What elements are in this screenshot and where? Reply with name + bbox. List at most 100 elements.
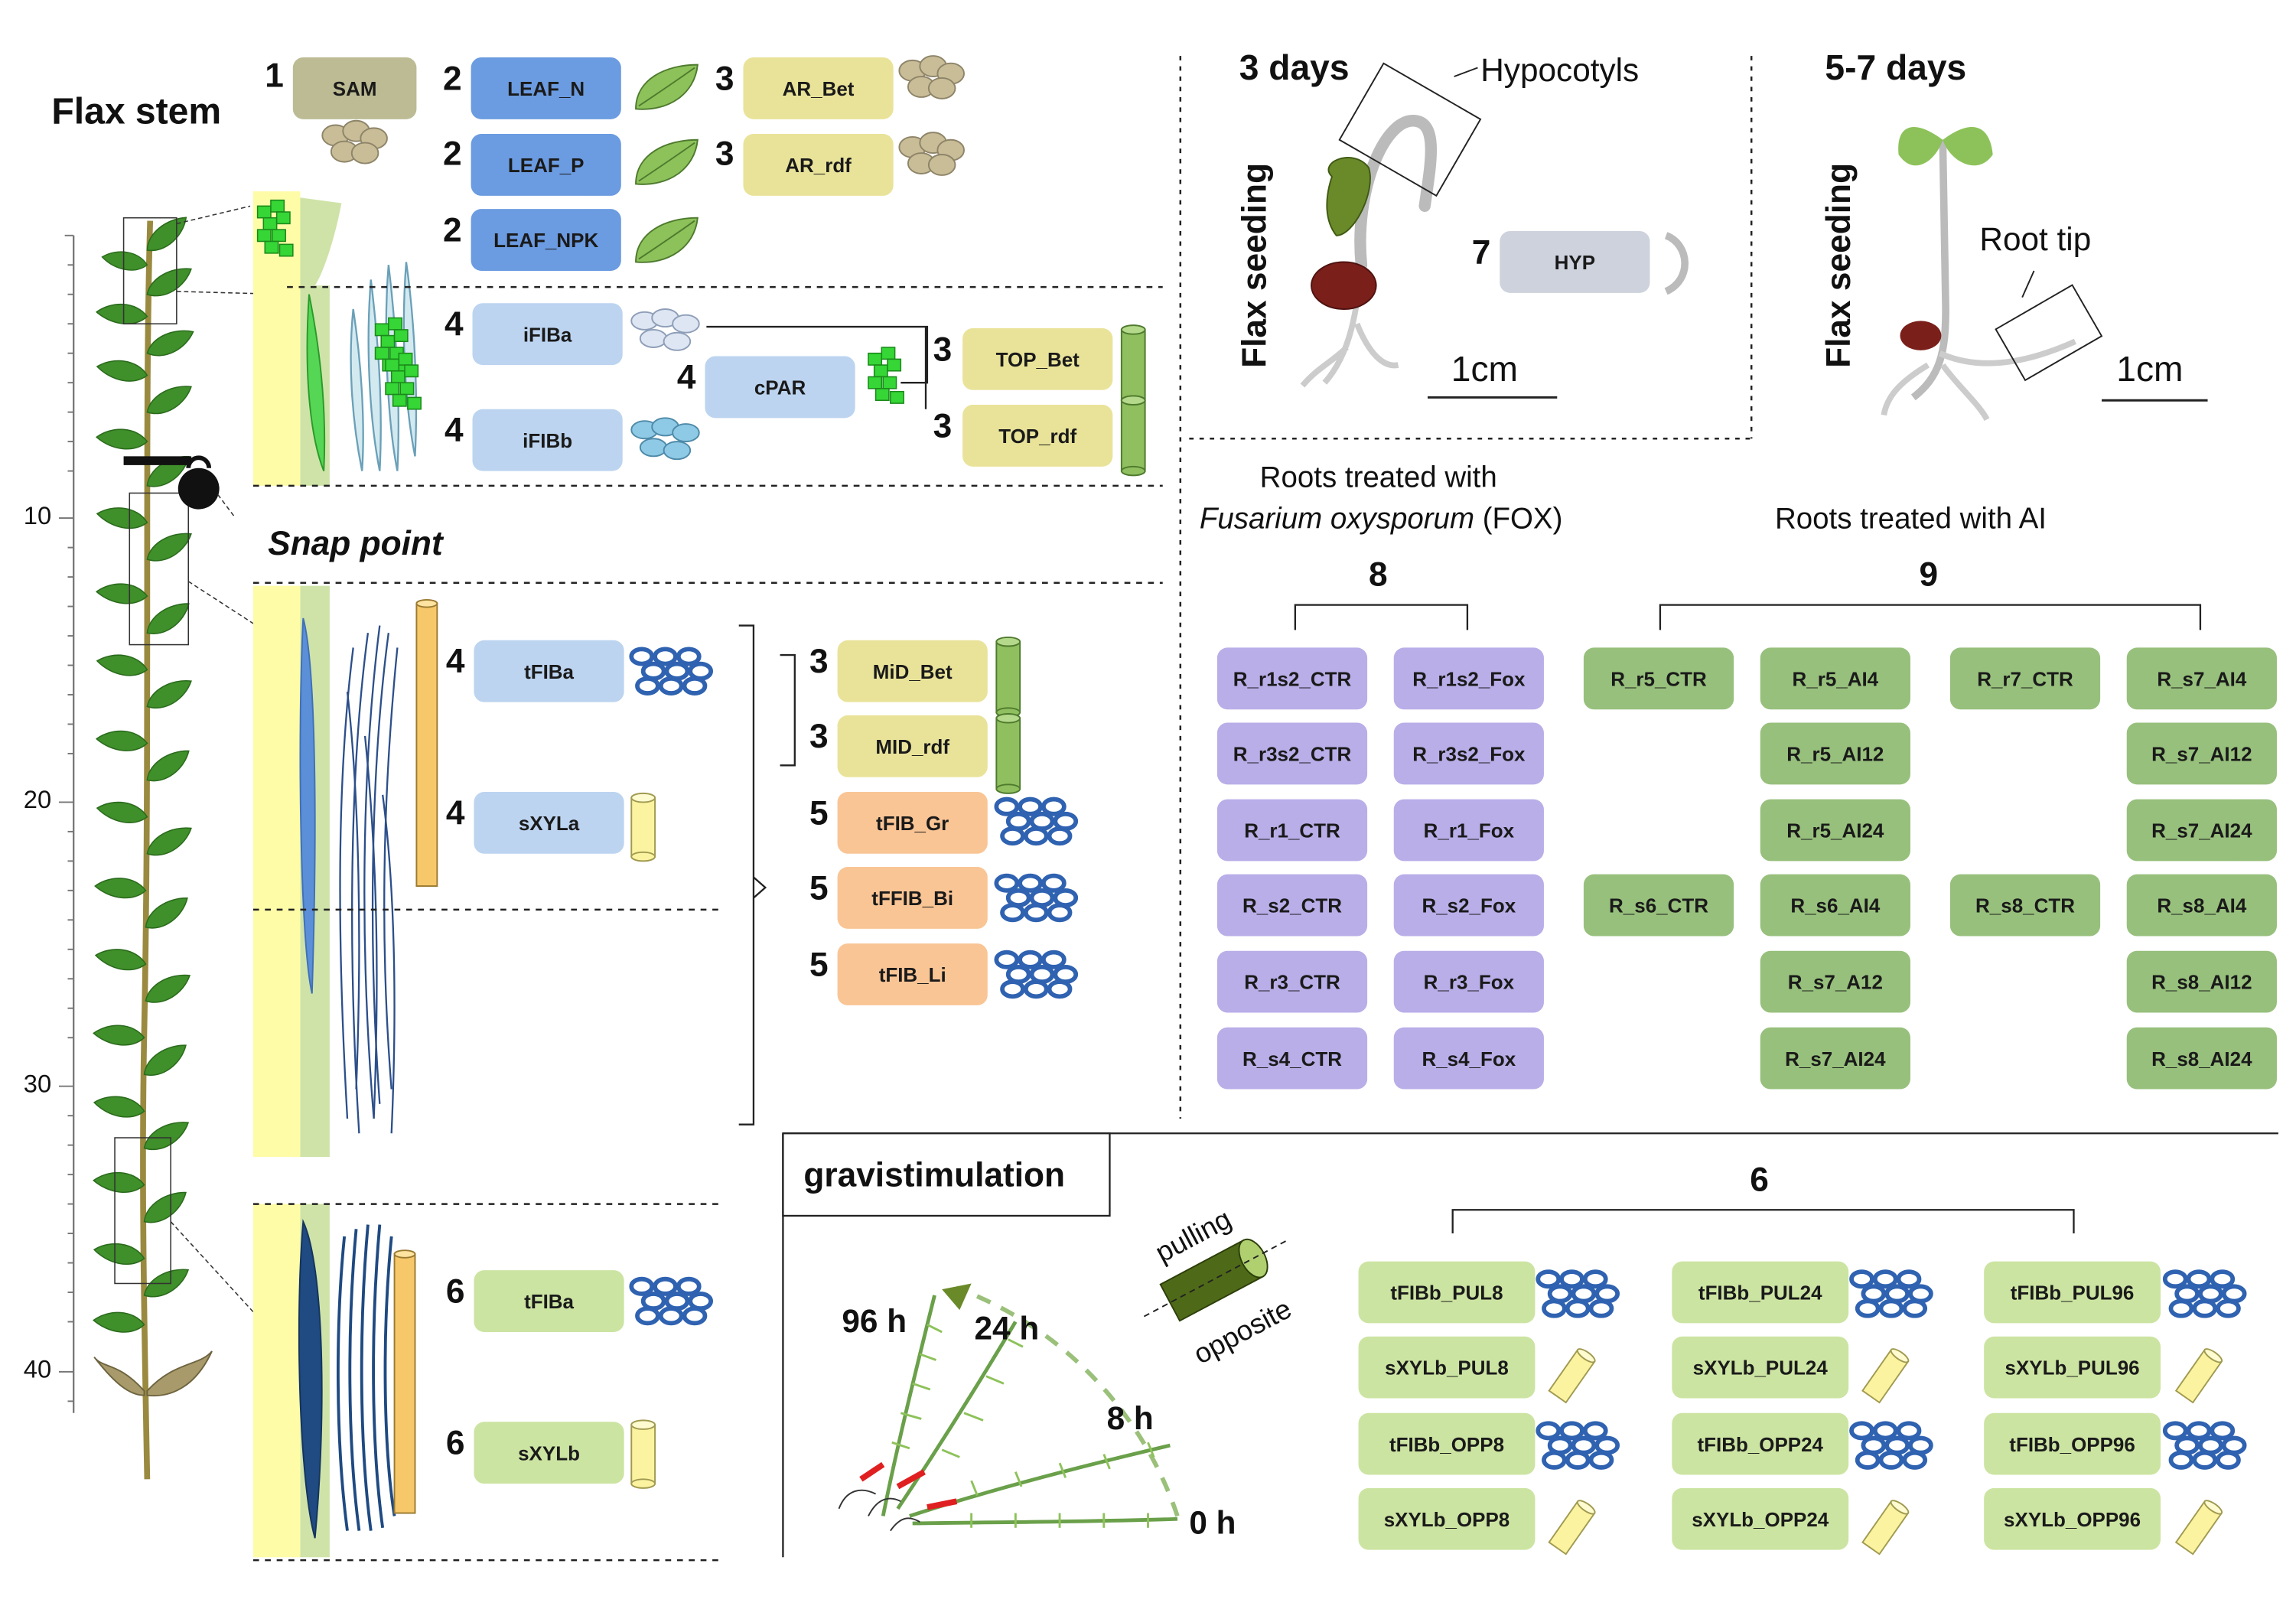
group-number: 4 <box>445 793 465 832</box>
sample-box-ifiba: iFIBa <box>472 303 623 366</box>
group-number: 3 <box>715 134 734 173</box>
grav-box: tFIBb_PUL24 <box>1672 1261 1849 1324</box>
sample-box-mid-bet: MiD_Bet <box>837 640 988 702</box>
ai-treated-box: R_s8_AI12 <box>2126 950 2277 1013</box>
group-number: 6 <box>445 1423 465 1462</box>
sample-box-tffib-bi: tFFIB_Bi <box>837 867 988 929</box>
grav-box: sXYLb_OPP8 <box>1358 1487 1536 1550</box>
root-tip-label: Root tip <box>1979 220 2092 258</box>
fox-heading-line2: Fusarium oxysporum (FOX) <box>1200 503 1563 537</box>
time-label-8h: 8 h <box>1106 1399 1154 1437</box>
sample-box-top-rdf: TOP_rdf <box>962 405 1113 467</box>
ai-treated-box: R_s7_AI24 <box>2126 799 2277 862</box>
sample-box-tfib-li: tFIB_Li <box>837 943 988 1005</box>
group-number: 3 <box>933 329 953 368</box>
fox-treated-box: R_s2_Fox <box>1393 874 1544 937</box>
group-number: 4 <box>444 410 464 449</box>
sample-box-leaf-npk: LEAF_NPK <box>471 209 621 271</box>
ruler-tick-10: 10 <box>23 501 52 530</box>
ai-treated-box: R_r5_AI4 <box>1760 647 1910 710</box>
grav-box: sXYLb_OPP24 <box>1672 1487 1849 1550</box>
sample-box-leaf-p: LEAF_P <box>471 134 621 196</box>
scale-bar-label-57d: 1cm <box>2116 350 2184 390</box>
group-number: 5 <box>809 945 829 984</box>
ai-treated-box: R_s8_AI4 <box>2126 874 2277 937</box>
grav-box: tFIBb_OPP96 <box>1984 1412 2161 1475</box>
ai-ctr-box: R_r5_CTR <box>1583 647 1734 710</box>
group-number: 3 <box>809 641 829 680</box>
sample-box-tfiba-mid: tFIBa <box>474 640 624 702</box>
group-number: 5 <box>809 868 829 907</box>
grav-box: tFIBb_PUL96 <box>1984 1261 2161 1324</box>
ai-treated-box: R_r5_AI12 <box>1760 722 1910 785</box>
ruler-tick-20: 20 <box>23 786 52 814</box>
sample-box-mid-rdf: MID_rdf <box>837 715 988 777</box>
ruler-tick-30: 30 <box>23 1070 52 1099</box>
group-number: 5 <box>809 793 829 832</box>
ai-treated-box: R_s8_AI24 <box>2126 1027 2277 1090</box>
fox-ctr-box: R_s2_CTR <box>1216 874 1368 937</box>
fox-treated-box: R_s4_Fox <box>1393 1027 1544 1090</box>
sample-box-sam: SAM <box>292 57 417 119</box>
sample-box-sxyla: sXYLa <box>474 791 624 854</box>
grav-box: tFIBb_OPP8 <box>1358 1412 1536 1475</box>
snap-point-label: Snap point <box>268 523 443 562</box>
grav-box: tFIBb_PUL8 <box>1358 1261 1536 1324</box>
hypocotyls-label: Hypocotyls <box>1480 51 1640 89</box>
time-label-0h: 0 h <box>1189 1504 1236 1542</box>
group-number: 9 <box>1919 555 1939 594</box>
fox-treated-box: R_r3_Fox <box>1393 950 1544 1013</box>
day57-label: 5-7 days <box>1825 48 1967 89</box>
flax-seeding-label-57d: Flax seeding <box>1819 162 1858 368</box>
stem-title: Flax stem <box>51 91 222 133</box>
flax-seeding-label-3d: Flax seeding <box>1234 162 1274 368</box>
group-number: 8 <box>1369 555 1388 594</box>
ai-treated-box: R_s7_AI4 <box>2126 647 2277 710</box>
ai-treated-box: R_s7_AI12 <box>2126 722 2277 785</box>
grav-box: tFIBb_OPP24 <box>1672 1412 1849 1475</box>
group-number: 4 <box>676 357 696 396</box>
fox-ctr-box: R_r1_CTR <box>1216 799 1368 862</box>
grav-box: sXYLb_PUL24 <box>1672 1336 1849 1399</box>
sample-box-ifibb: iFIBb <box>472 409 623 471</box>
group-number: 3 <box>715 58 734 97</box>
grav-box: sXYLb_PUL8 <box>1358 1336 1536 1399</box>
ai-heading: Roots treated with AI <box>1774 503 2047 536</box>
ai-treated-box: R_s6_AI4 <box>1760 874 1910 937</box>
time-label-96h: 96 h <box>842 1302 907 1340</box>
group-number: 4 <box>444 305 464 344</box>
grav-box: sXYLb_OPP96 <box>1984 1487 2161 1550</box>
sample-box-hyp: HYP <box>1500 231 1650 293</box>
group-number: 2 <box>443 58 462 97</box>
group-number: 3 <box>933 406 953 445</box>
group-number: 4 <box>445 641 465 680</box>
ai-ctr-box: R_s8_CTR <box>1949 874 2101 937</box>
fox-suffix: (FOX) <box>1474 503 1563 536</box>
ai-treated-box: R_s7_AI24 <box>1760 1027 1910 1090</box>
sample-box-cpar: cPAR <box>705 356 855 419</box>
sample-box-tfiba-bottom: tFIBa <box>474 1270 624 1332</box>
group-number: 1 <box>265 56 284 95</box>
sample-box-sxylb: sXYLb <box>474 1422 624 1484</box>
day3-label: 3 days <box>1239 48 1350 89</box>
ruler-tick-40: 40 <box>23 1355 52 1384</box>
group-number: 2 <box>443 134 462 173</box>
ai-ctr-box: R_r7_CTR <box>1949 647 2101 710</box>
group-number: 7 <box>1471 232 1491 271</box>
fox-species-name: Fusarium oxysporum <box>1199 503 1475 536</box>
group-number: 3 <box>809 716 829 755</box>
fox-ctr-box: R_r3s2_CTR <box>1216 722 1368 785</box>
scale-bar-label-3d: 1cm <box>1451 350 1518 390</box>
group-number: 6 <box>1750 1159 1769 1198</box>
sample-box-ar-bet: AR_Bet <box>743 57 894 119</box>
grav-box: sXYLb_PUL96 <box>1984 1336 2161 1399</box>
fox-treated-box: R_r3s2_Fox <box>1393 722 1544 785</box>
fox-treated-box: R_r1_Fox <box>1393 799 1544 862</box>
gravistimulation-title: gravistimulation <box>803 1155 1066 1194</box>
ai-treated-box: R_s7_A12 <box>1760 950 1910 1013</box>
fox-ctr-box: R_s4_CTR <box>1216 1027 1368 1090</box>
fox-ctr-box: R_r3_CTR <box>1216 950 1368 1013</box>
sample-box-ar-rdf: AR_rdf <box>743 134 894 196</box>
group-number: 2 <box>443 210 462 249</box>
group-number: 6 <box>445 1272 465 1311</box>
